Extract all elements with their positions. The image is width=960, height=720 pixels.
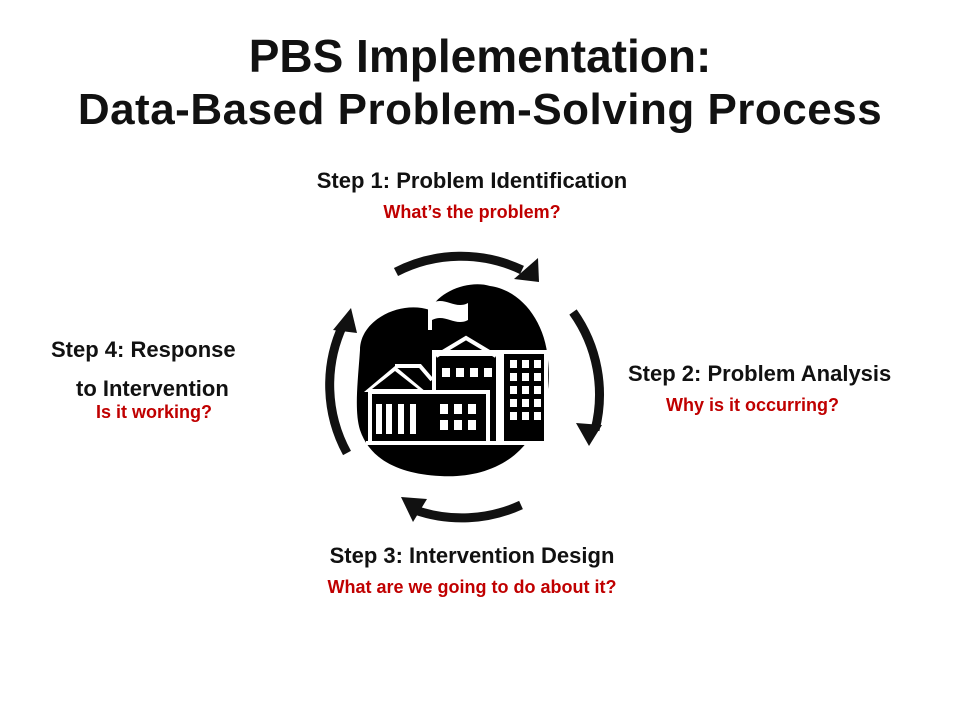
cycle-arrow-left-icon <box>325 308 357 456</box>
step1-question: What’s the problem? <box>383 202 561 222</box>
step4-title-line1: Step 4: Response <box>51 337 236 362</box>
cycle-arrow-top-icon <box>393 251 539 282</box>
cycle-diagram <box>325 251 604 523</box>
cycle-arrow-bottom-icon <box>401 497 523 523</box>
step4-title-line2: to Intervention <box>76 376 229 401</box>
slide-title-line1: PBS Implementation: <box>248 30 712 82</box>
step2-question: Why is it occurring? <box>666 395 840 415</box>
cycle-arrow-right-icon <box>569 309 604 446</box>
step1-title: Step 1: Problem Identification <box>316 168 628 193</box>
step2-title: Step 2: Problem Analysis <box>628 361 892 386</box>
step3-title: Step 3: Intervention Design <box>329 543 615 568</box>
school-building-icon <box>356 284 549 477</box>
slide-title-line2: Data-Based Problem-Solving Process <box>77 85 883 134</box>
step4-question: Is it working? <box>96 402 213 422</box>
step3-question: What are we going to do about it? <box>327 577 617 597</box>
